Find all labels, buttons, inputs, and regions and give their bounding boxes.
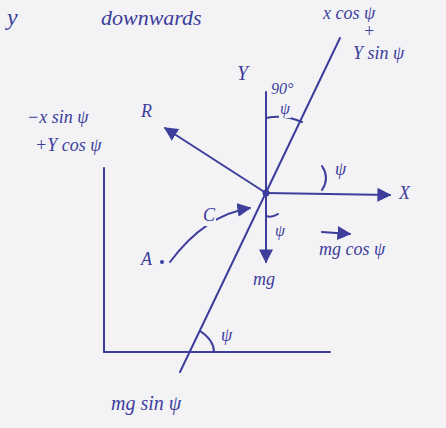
rod [180,38,340,372]
force-label: R [140,102,153,122]
reaction-arrow [165,128,266,193]
angle-arc [266,214,278,217]
axis-note: downwards [100,6,203,30]
component-label: mg cos ψ [318,240,386,260]
force-label: X [398,184,411,204]
component-label: mg sin ψ [110,392,182,414]
component-label: −x sin ψ [26,108,89,128]
pivot-dot [263,190,270,197]
angle-label: ψ [279,100,291,118]
angle-label: 90° [270,80,294,98]
angle-arc [322,166,326,190]
vertical-line [265,92,267,190]
point-label: A [140,250,153,270]
component-label: +Y cos ψ [34,136,102,156]
curve-label: C [202,206,216,226]
point-dot [160,260,164,264]
force-label: mg [252,270,276,290]
wall-floor [104,168,330,352]
angle-label: ψ [334,160,347,180]
force-label: Y [236,62,249,84]
component-label: Y sin ψ [352,44,405,64]
angle-label: ψ [220,326,233,346]
angle-arc [200,331,214,352]
sign-label: + [362,22,376,42]
axis-note: y [6,4,19,30]
component-arrow [322,232,350,234]
component-label: x cos ψ [322,4,376,24]
force-x-arrow [266,193,390,195]
weight-arrow [265,193,267,262]
angle-label: ψ [274,222,286,240]
